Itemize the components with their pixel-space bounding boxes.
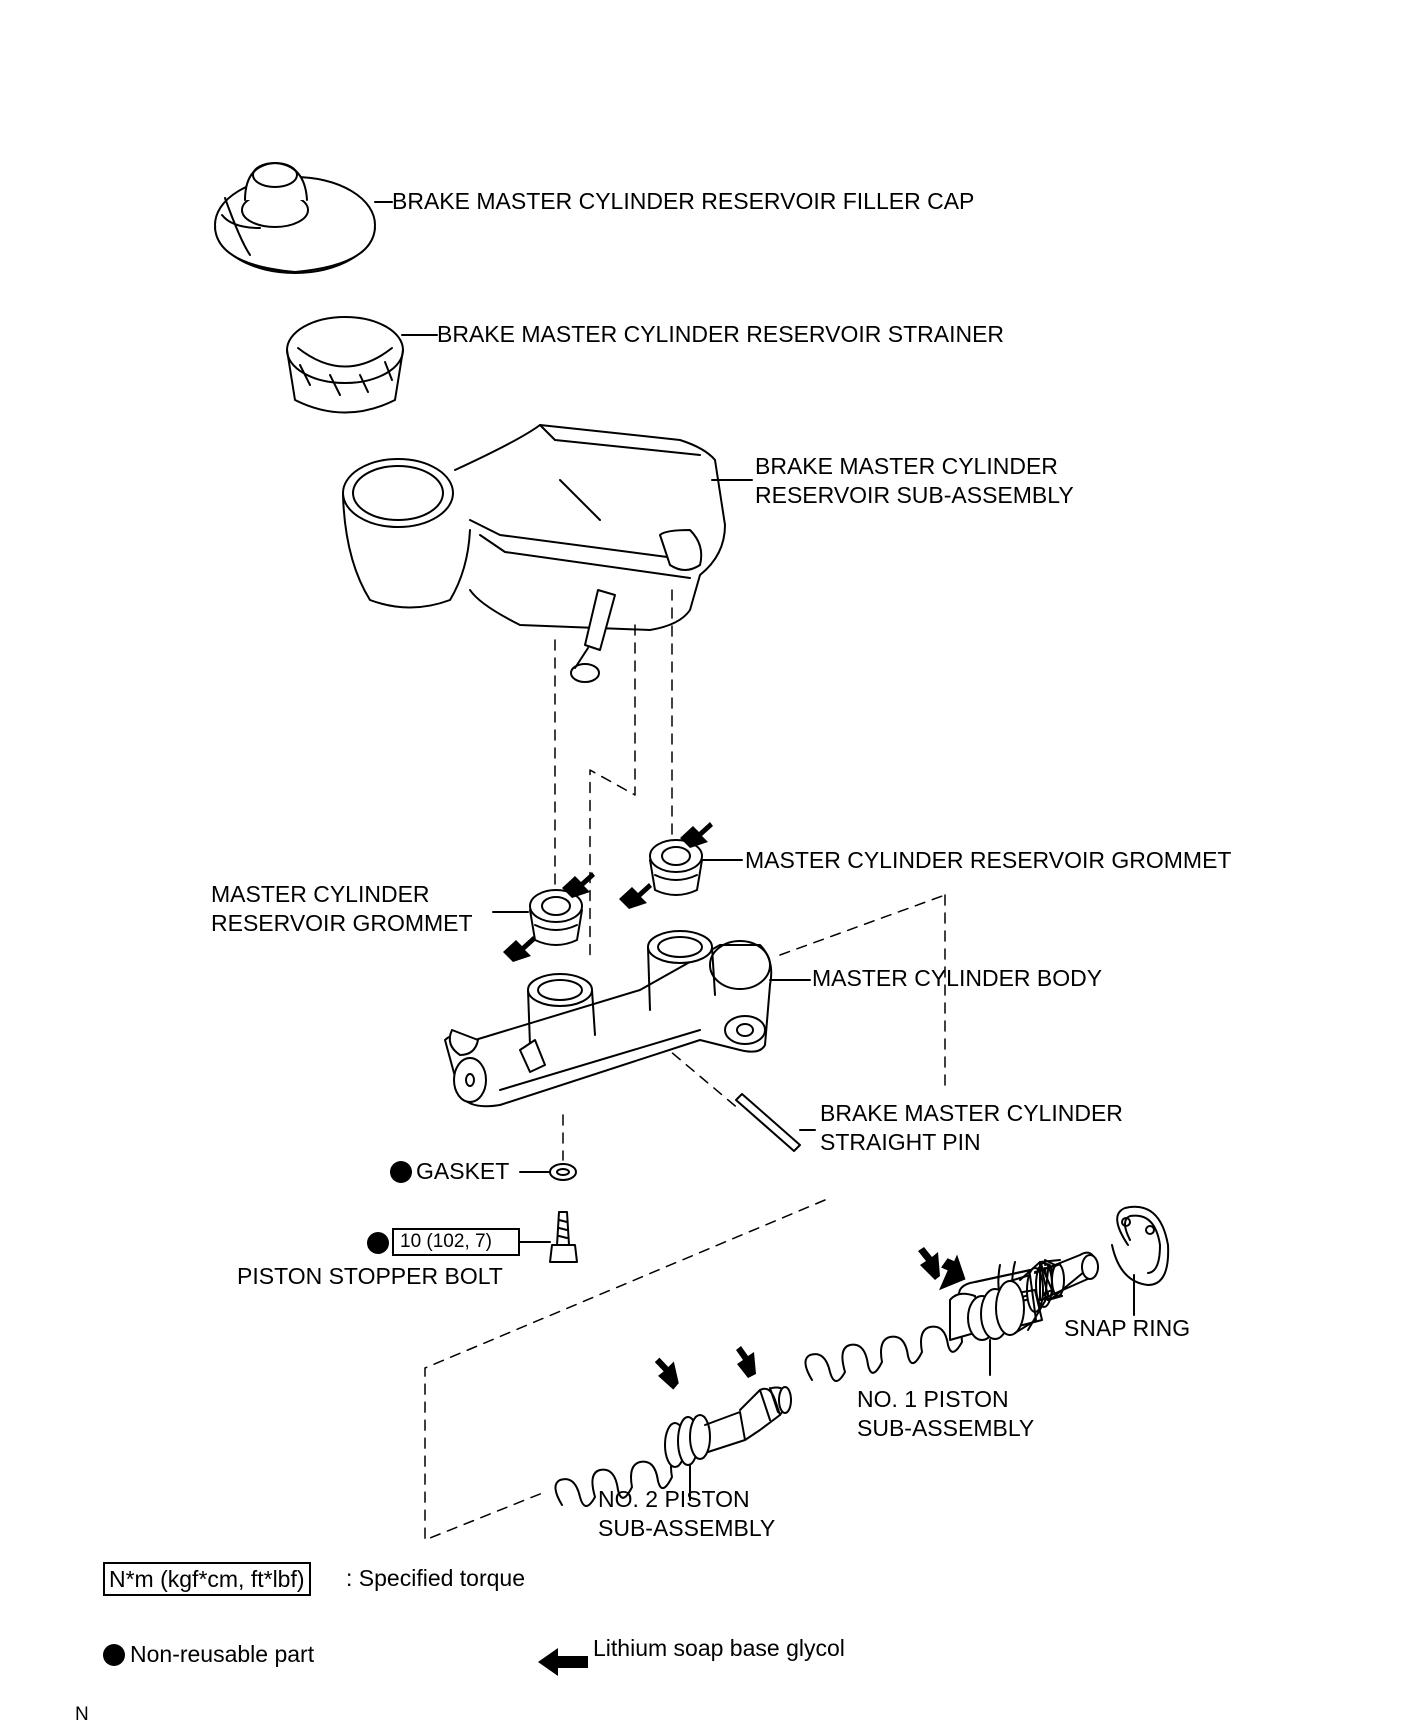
label-piston2-line1: NO. 2 PISTON [598,1486,750,1512]
label-stopper-bolt: PISTON STOPPER BOLT [237,1263,503,1289]
grommet-left-drawing [492,889,583,946]
label-piston1-line2: SUB-ASSEMBLY [857,1415,1035,1441]
lithium-grease-arrow-icon [538,1648,588,1676]
cylinder-body-drawing [444,930,811,1108]
legend-lithium-text: Lithium soap base glycol [593,1635,845,1661]
gasket-non-reusable-dot-icon [390,1161,412,1183]
label-reservoir-line1: BRAKE MASTER CYLINDER [755,453,1058,479]
gasket-drawing [519,1163,577,1181]
piston-1-spring [804,1316,989,1382]
label-pin-line2: STRAIGHT PIN [820,1129,981,1155]
piston-2-spring [554,1451,681,1507]
grommet-right-drawing [649,839,743,896]
label-cylinder-body: MASTER CYLINDER BODY [812,965,1103,991]
label-grommet-right: MASTER CYLINDER RESERVOIR GROMMET [745,847,1232,873]
label-pin-line1: BRAKE MASTER CYLINDER [820,1100,1123,1126]
grease-arrows [503,822,966,1390]
filler-cap-drawing [214,162,393,274]
legend-torque-unit-box: N*m (kgf*cm, ft*lbf) [103,1562,311,1596]
snap-ring-drawing [1111,1205,1170,1316]
piston-1-body [949,1251,1099,1376]
legend-non-reusable-dot-icon [103,1644,125,1666]
label-gasket: GASKET [416,1158,510,1184]
torque-value-box: 10 (102, 7) [392,1228,520,1256]
label-grommet-left-line1: MASTER CYLINDER [211,881,430,907]
piston-2-body [664,1386,792,1501]
straight-pin-drawing [735,1093,816,1152]
label-strainer: BRAKE MASTER CYLINDER RESERVOIR STRAINER [437,321,1005,347]
stopper-bolt-drawing [517,1211,578,1263]
legend-torque-text: : Specified torque [346,1565,526,1591]
label-piston1-line1: NO. 1 PISTON [857,1386,1009,1412]
label-filler-cap: BRAKE MASTER CYLINDER RESERVOIR FILLER C… [392,188,975,214]
reservoir-drawing [342,424,753,683]
corner-code: N [75,1704,89,1725]
piston-1-arrow [918,1247,940,1280]
label-reservoir-line2: RESERVOIR SUB-ASSEMBLY [755,482,1074,508]
bolt-non-reusable-dot-icon [367,1232,389,1254]
label-piston2-line2: SUB-ASSEMBLY [598,1515,776,1541]
strainer-drawing [286,316,438,414]
label-snap-ring: SNAP RING [1064,1315,1191,1341]
legend-non-reusable-text: Non-reusable part [130,1641,315,1667]
label-grommet-left-line2: RESERVOIR GROMMET [211,910,473,936]
